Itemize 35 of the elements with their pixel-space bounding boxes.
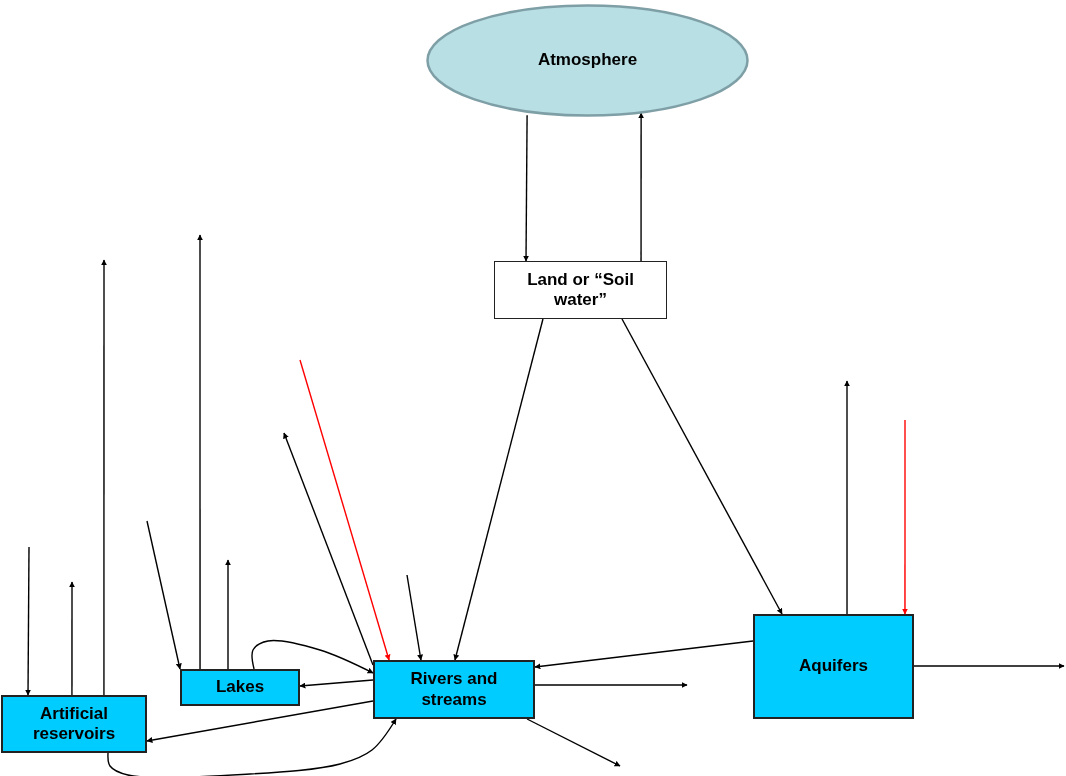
arrow — [523, 114, 530, 262]
process-box — [494, 261, 667, 319]
atmosphere-ellipse — [426, 4, 749, 117]
arrow — [621, 318, 783, 615]
arrow — [534, 682, 688, 688]
arrow — [406, 574, 424, 661]
process-box — [1, 695, 147, 753]
arrow — [638, 112, 645, 262]
arrow — [25, 546, 32, 696]
arrow — [526, 718, 621, 767]
arrow — [197, 234, 203, 670]
arrow — [107, 718, 397, 776]
process-box — [180, 669, 300, 706]
arrow — [299, 679, 374, 689]
arrow — [146, 520, 182, 670]
arrow — [251, 639, 374, 674]
arrow — [101, 259, 107, 696]
arrow — [902, 419, 908, 615]
arrow — [69, 581, 75, 696]
node-label: Land or “Soil water” — [526, 269, 635, 311]
node-label: Lakes — [214, 677, 266, 698]
node-label: Rivers and streams — [409, 669, 499, 710]
process-box — [753, 614, 914, 719]
arrow — [146, 700, 374, 743]
arrow — [283, 432, 374, 666]
node-label: Aquifers — [798, 656, 869, 677]
node-label: Atmosphere — [536, 50, 639, 71]
process-box — [373, 660, 535, 719]
arrow — [299, 359, 391, 661]
arrow — [844, 380, 850, 615]
arrow — [453, 318, 544, 661]
arrow — [913, 663, 1065, 669]
arrow — [534, 640, 754, 670]
node-label: Artificial reservoirs — [31, 703, 117, 745]
arrow — [225, 559, 231, 670]
